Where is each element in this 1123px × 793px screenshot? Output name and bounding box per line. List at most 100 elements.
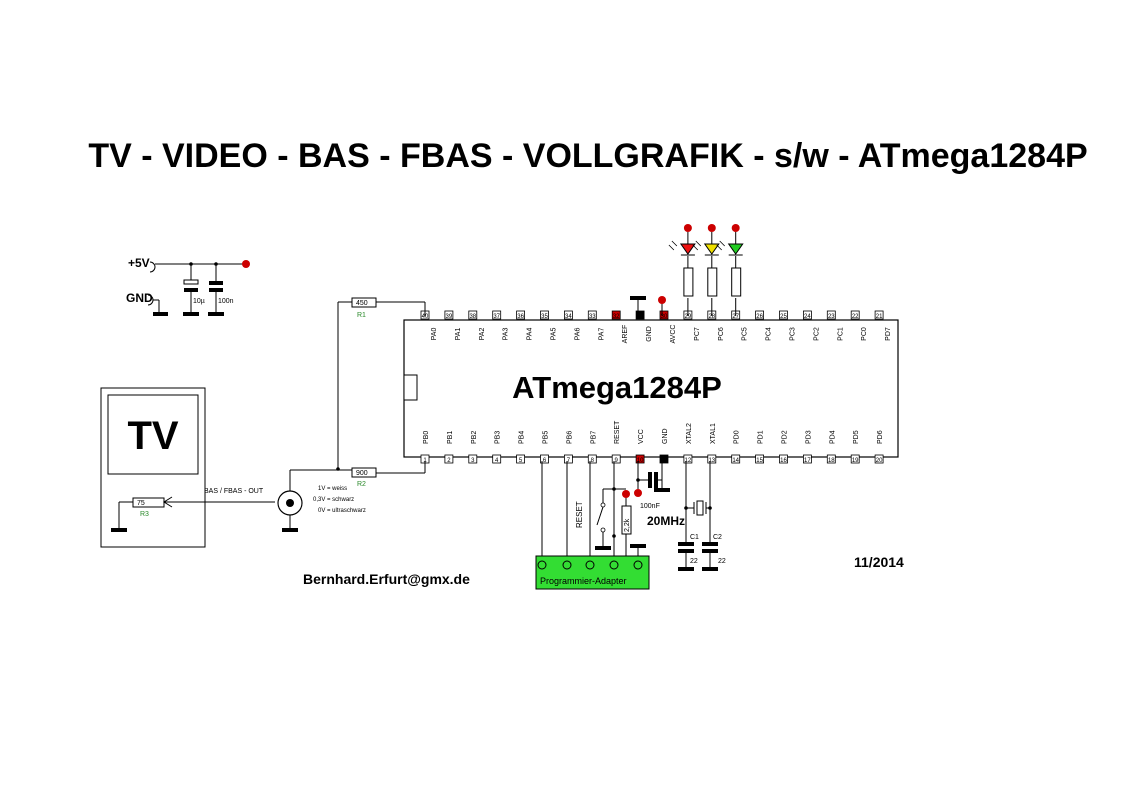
reset-pullup-value: 2,2k [624, 518, 631, 532]
pin-11-label: GND [662, 428, 669, 444]
programmer-section: RESET 2,2k 100nF Programmier-Adapter [535, 461, 670, 590]
pin-23-label: PC1 [837, 327, 844, 341]
pin-26-label: PC4 [766, 327, 773, 341]
pin-31-number: 31 [637, 314, 644, 320]
pin-28-label: PC6 [718, 327, 725, 341]
pin-34-box [564, 310, 573, 320]
video-dac: 450 R1 900 R2 1V = weiss 0,3V = schwarz … [289, 297, 426, 514]
resistor-r2-value: 900 [356, 470, 368, 477]
pin-25-number: 25 [780, 314, 787, 320]
crystal-frequency: 20MHz [647, 514, 685, 528]
pin-23-box [826, 310, 836, 320]
reset-switch-label: RESET [575, 501, 584, 528]
pin-39-label: PA1 [455, 328, 462, 341]
pin-5-number: 5 [519, 458, 523, 464]
pin-1-label: PB0 [423, 431, 430, 444]
pin-5-box [516, 454, 525, 464]
video-out-connector [277, 490, 303, 532]
pin-8-box [587, 454, 597, 464]
pin-24-box [803, 310, 812, 320]
pin-18-box [826, 454, 836, 464]
author-email: Bernhard.Erfurt@gmx.de [303, 571, 470, 587]
c1-name: C1 [690, 534, 699, 541]
pin-30-number: 30 [661, 314, 668, 320]
pin-39-number: 39 [446, 314, 453, 320]
led-resistor-3 [731, 267, 742, 297]
tv-screen [107, 394, 199, 475]
pin-14-label: PD0 [734, 430, 741, 444]
led-3 [727, 243, 744, 255]
pin-26-box [755, 310, 764, 320]
pin-23-number: 23 [828, 314, 835, 320]
pin-40-label: PA0 [431, 328, 438, 341]
avcc-supply-dot [658, 296, 666, 304]
pin-22-box [850, 310, 860, 320]
pin-20-number: 20 [876, 458, 883, 464]
resistor-r1-name: R1 [357, 312, 366, 319]
pin-14-number: 14 [732, 458, 739, 464]
gnd-label: GND [126, 291, 153, 305]
pin-24-label: PC2 [813, 327, 820, 341]
pin-36-number: 36 [517, 314, 524, 320]
led-resistor-2 [707, 267, 718, 297]
pin-7-number: 7 [567, 458, 571, 464]
vcc-terminal [149, 261, 156, 273]
pin-10-box [635, 454, 645, 464]
vcc-source-dot [242, 260, 250, 268]
pin-2-number: 2 [447, 458, 451, 464]
pin-19-label: PD5 [853, 430, 860, 444]
pin-12-number: 12 [685, 458, 692, 464]
pin-6-label: PB5 [543, 431, 550, 444]
tv-label: TV [127, 414, 178, 458]
resistor-r1-value: 450 [356, 300, 368, 307]
pin-30-label: AVCC [670, 325, 677, 344]
pin-8-label: PB7 [590, 431, 597, 444]
pin-36-box [516, 310, 525, 320]
pin-16-label: PD2 [782, 430, 789, 444]
chip-notch [403, 374, 418, 401]
pin-32-number: 32 [613, 314, 620, 320]
pin-20-box [874, 454, 884, 464]
pin-15-label: PD1 [758, 430, 765, 444]
aref-avcc-connections [630, 296, 666, 316]
tv-set: TV 75 R3 BAS / FBAS - OUT [100, 387, 275, 548]
pin-29-number: 29 [685, 314, 692, 320]
level-white: 1V = weiss [318, 486, 347, 492]
pin-33-label: PA7 [598, 328, 605, 341]
pin-34-label: PA6 [574, 328, 581, 341]
pin-20-label: PD6 [877, 430, 884, 444]
pin-39-box [444, 310, 454, 320]
pin-4-label: PB3 [495, 431, 502, 444]
pin-9-label: RESET [614, 420, 621, 444]
pin-33-box [587, 310, 597, 320]
pin-35-box [540, 310, 549, 320]
pin-21-label: PD7 [885, 327, 892, 341]
pin-13-number: 13 [708, 458, 715, 464]
pin-26-number: 26 [756, 314, 763, 320]
pin-15-box [755, 454, 764, 464]
c2-value: 22 [718, 558, 726, 565]
pin-31-label: GND [646, 326, 653, 342]
led-1-supply [683, 224, 692, 232]
crystal-oscillator: 20MHz C1 C2 22 22 [647, 461, 726, 571]
capacitor-10u-value: 10µ [193, 298, 205, 305]
pin-35-label: PA5 [551, 328, 558, 341]
pin-12-box [683, 454, 693, 464]
pin-22-number: 22 [852, 314, 859, 320]
led-2-supply [707, 224, 716, 232]
pin-10-label: VCC [638, 429, 645, 444]
pin-30-box [659, 310, 669, 320]
pin-4-box [492, 454, 502, 464]
pin-15-number: 15 [756, 458, 763, 464]
pin-9-box [611, 454, 621, 464]
pin-34-number: 34 [565, 314, 572, 320]
pin-29-label: PC7 [694, 327, 701, 341]
pin-3-label: PB2 [471, 431, 478, 444]
signal-label: BAS / FBAS - OUT [204, 488, 264, 495]
power-supply: +5V GND 10µ 100n [126, 256, 250, 316]
date-label: 11/2014 [854, 554, 904, 570]
pin-13-box [707, 454, 717, 464]
capacitor-100n-value: 100n [218, 298, 234, 305]
pin-14-box [731, 454, 741, 464]
